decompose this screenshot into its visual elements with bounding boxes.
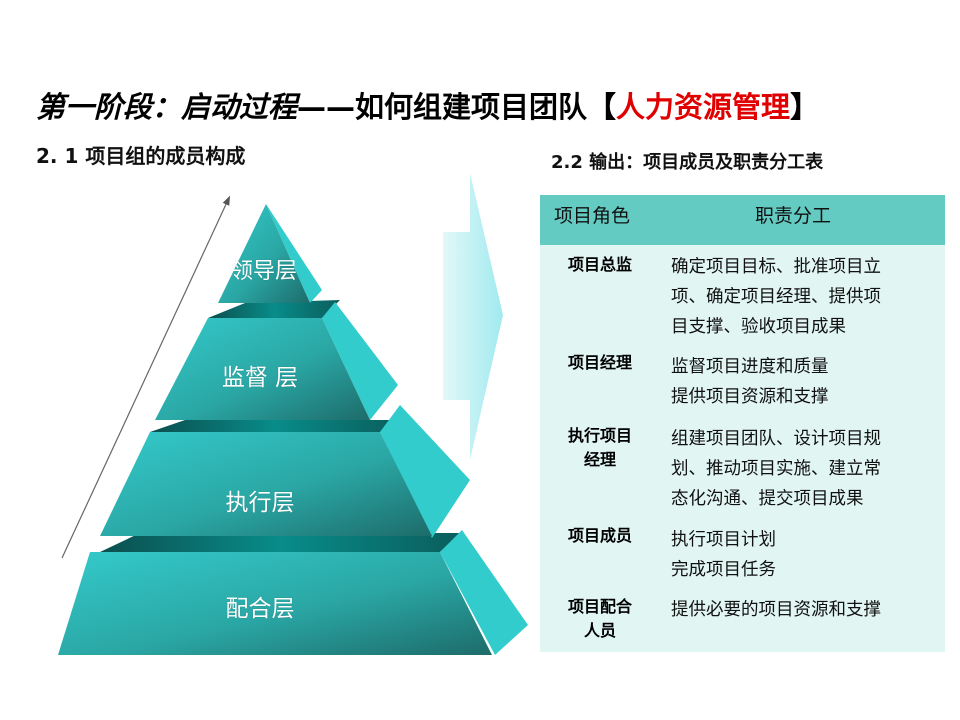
title-dash: ——	[297, 90, 356, 124]
section-heading-output: 2.2 输出：项目成员及职责分工表	[551, 152, 824, 173]
pyramid-layer-cooperation	[58, 530, 528, 655]
table-row-role: 项目总监	[567, 255, 632, 274]
pyramid-layer-leadership	[218, 204, 322, 303]
layer-label-cooperation: 配合层	[225, 596, 295, 622]
table-header: 项目角色 职责分工	[540, 195, 945, 245]
table-row-duties: 确定项目目标、批准项目立 项、确定项目经理、提供项 目支撑、验收项目成果	[671, 257, 881, 337]
right-arrow-icon	[443, 173, 503, 460]
pyramid-layer-execution	[100, 405, 470, 538]
table-row-role: 项目经理	[567, 353, 632, 372]
pyramid-layer-supervision	[155, 300, 398, 420]
table-row-role: 项目成员	[567, 526, 632, 545]
responsibility-table: 项目角色 职责分工 项目总监 确定项目目标、批准项目立 项、确定项目经理、提供项…	[540, 195, 945, 652]
header-role: 项目角色	[554, 205, 631, 227]
table-row-duties: 提供必要的项目资源和支撑	[671, 600, 881, 620]
layer-label-execution: 执行层	[225, 490, 295, 516]
title-main: 如何组建项目团队	[355, 90, 588, 124]
header-duties: 职责分工	[755, 205, 832, 227]
title-highlight: 人力资源管理	[616, 90, 791, 124]
layer-label-leadership: 领导层	[230, 259, 297, 284]
title-bracket-close: 】	[790, 90, 820, 124]
title-bracket-open: 【	[587, 90, 617, 124]
title-phase: 第一阶段：启动过程	[36, 90, 298, 124]
slide-title: 第一阶段：启动过程——如何组建项目团队【人力资源管理】	[36, 84, 819, 126]
table-row-duties: 组建项目团队、设计项目规 划、推动项目实施、建立常 态化沟通、提交项目成果	[671, 429, 881, 509]
layer-label-supervision: 监督 层	[221, 365, 299, 391]
table-row-duties: 执行项目计划 完成项目任务	[671, 530, 776, 580]
section-heading-composition: 2. 1 项目组的成员构成	[36, 144, 246, 168]
table-row-role: 执行项目 经理	[567, 426, 632, 469]
table-row-duties: 监督项目进度和质量 提供项目资源和支撑	[671, 357, 829, 407]
hierarchy-arrow-icon	[61, 195, 231, 559]
table-row-role: 项目配合 人员	[567, 597, 632, 640]
